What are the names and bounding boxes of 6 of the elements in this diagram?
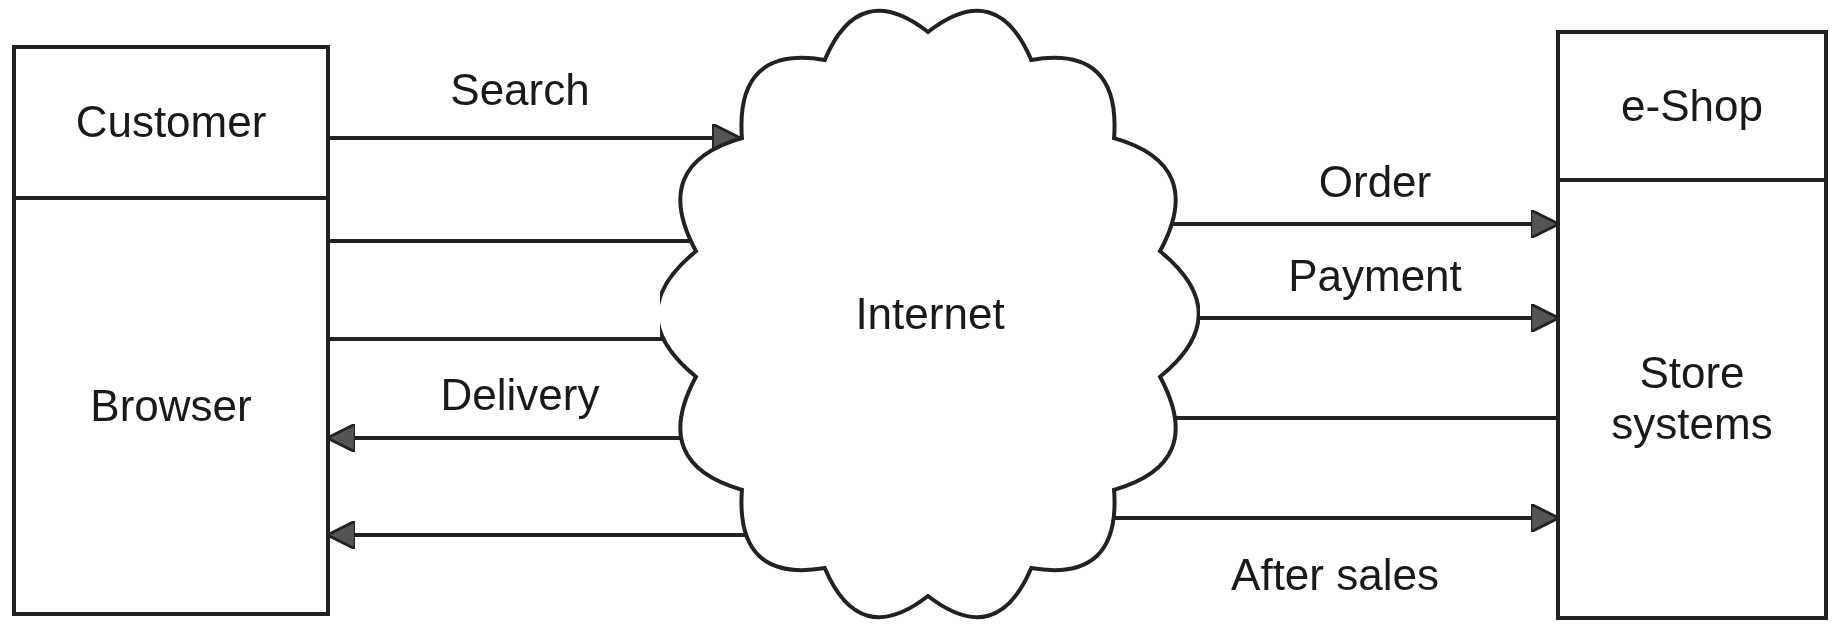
node-label: Browser: [90, 380, 252, 432]
node-label: e-Shop: [1621, 80, 1763, 132]
node-label: Internet: [855, 288, 1005, 340]
node-label: Customer: [75, 97, 267, 148]
network-cloud: [660, 8, 1200, 620]
node-label: Store systems: [1610, 348, 1774, 450]
